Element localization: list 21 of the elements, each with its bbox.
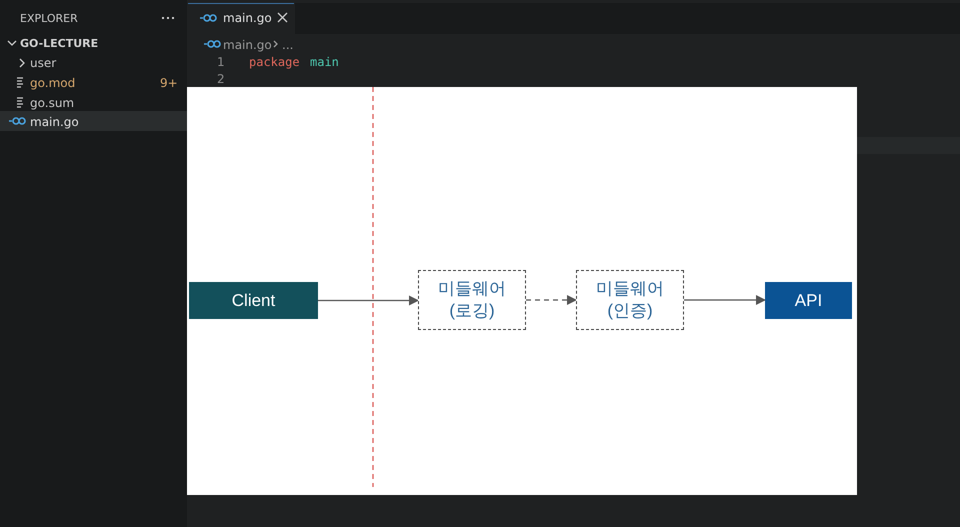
- code-text: package: [249, 55, 300, 69]
- line-number: 1: [217, 55, 225, 69]
- code-text: main: [310, 55, 339, 69]
- process-box: 미들웨어 (인증): [576, 270, 684, 330]
- client-box: Client: [189, 282, 318, 319]
- file-label: main.go: [223, 38, 272, 52]
- file-label: go.sum: [30, 96, 74, 110]
- folder-label: GO-LECTURE: [20, 37, 98, 51]
- file-label: main.go: [30, 115, 79, 129]
- api-box: API: [765, 282, 852, 319]
- line-number: 2: [217, 72, 225, 86]
- file-label: main.go: [223, 11, 272, 25]
- problem-count: 9+: [160, 76, 178, 90]
- arrow: [318, 296, 419, 306]
- breadcrumb-text: ...: [282, 38, 294, 52]
- arrow: [526, 295, 577, 305]
- file-label: user: [30, 56, 56, 70]
- panel-title: EXPLORER: [20, 12, 78, 26]
- process-box: 미들웨어 (로깅): [418, 270, 526, 330]
- file-label: go.mod: [30, 76, 76, 90]
- arrow: [684, 295, 766, 305]
